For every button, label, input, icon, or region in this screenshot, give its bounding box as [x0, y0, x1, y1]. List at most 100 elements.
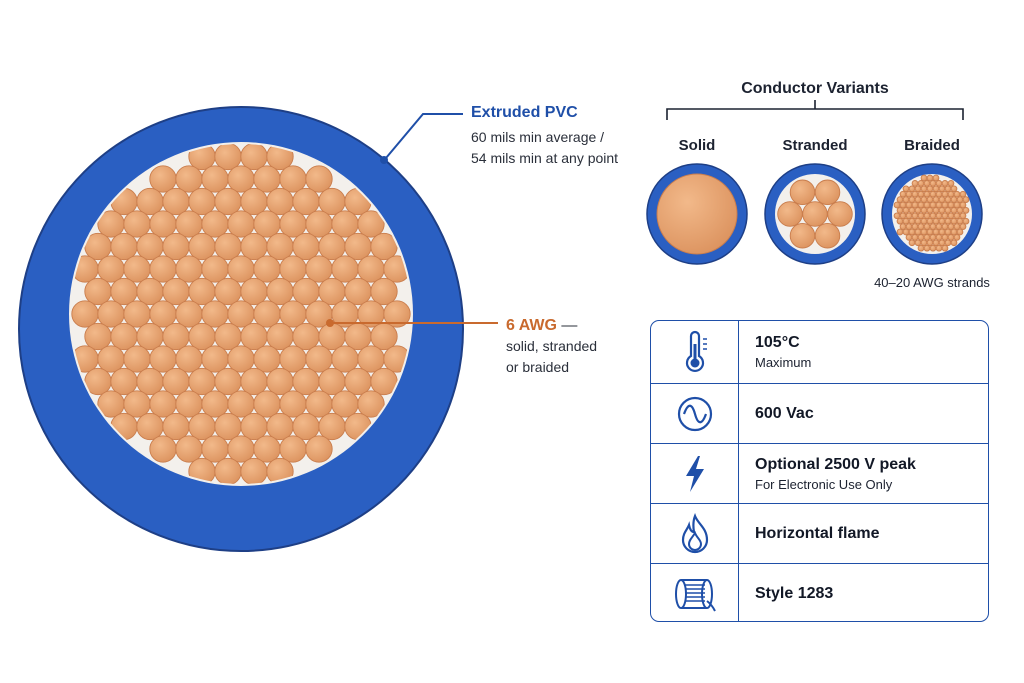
spec-row-style: Style 1283 — [651, 563, 988, 621]
strand — [253, 255, 281, 283]
fine-strand — [899, 190, 907, 198]
insulation-spec-line1: 60 mils min average / — [471, 129, 605, 145]
strand — [84, 322, 112, 351]
strand — [331, 255, 359, 283]
fine-strand — [905, 201, 913, 209]
strand — [292, 322, 320, 351]
strand — [149, 255, 177, 283]
strand — [266, 232, 294, 261]
fine-strand — [920, 174, 928, 182]
spec-row-voltage: 600 Vac — [651, 383, 988, 443]
fine-strand — [917, 201, 925, 209]
strand — [162, 322, 190, 351]
fine-strand — [953, 212, 961, 220]
strand — [214, 367, 242, 396]
fine-strand — [911, 201, 919, 209]
strand — [318, 367, 346, 396]
strand — [149, 210, 177, 238]
fine-strand — [917, 190, 925, 198]
fine-strand — [941, 201, 949, 209]
fine-strand — [947, 234, 955, 241]
strand — [279, 345, 307, 373]
fine-strand — [944, 185, 952, 193]
fine-strand — [953, 190, 961, 198]
thermometer-icon — [651, 321, 739, 383]
conductor-leader-dot — [326, 319, 334, 327]
strand — [162, 187, 190, 216]
strand — [201, 345, 229, 373]
strand — [136, 322, 164, 351]
strand — [292, 232, 320, 261]
strand — [827, 201, 853, 227]
strand — [162, 277, 190, 306]
fine-strand — [932, 207, 940, 214]
strand — [188, 277, 216, 306]
fine-strand — [926, 185, 934, 193]
fine-strand — [914, 217, 922, 225]
fine-strand — [932, 217, 940, 225]
strand — [201, 300, 229, 328]
strand — [279, 435, 307, 463]
strand — [305, 210, 333, 238]
strand — [188, 322, 216, 351]
insulation-callout: Extruded PVC 60 mils min average / 54 mi… — [471, 102, 618, 169]
strand — [344, 322, 372, 351]
strand — [227, 300, 255, 328]
strand — [253, 435, 281, 463]
spec-value-style: Style 1283 — [755, 584, 834, 602]
fine-strand — [956, 228, 964, 236]
fine-strand — [896, 207, 904, 214]
spec-detail-temperature: Maximum — [755, 355, 812, 370]
strand — [814, 222, 841, 249]
fine-strand — [944, 217, 952, 225]
fine-strand — [896, 228, 904, 236]
fine-strand — [941, 244, 949, 252]
fine-strand — [938, 196, 946, 203]
fine-strand — [917, 234, 925, 241]
fine-strand — [938, 228, 946, 236]
fine-strand — [908, 207, 916, 214]
fine-strand — [941, 190, 949, 198]
strand — [279, 300, 307, 328]
strand — [266, 187, 294, 216]
strand — [110, 232, 138, 261]
braided-strand-note: 40–20 AWG strands — [874, 275, 990, 290]
fine-strand — [959, 201, 967, 209]
strand — [240, 412, 268, 441]
fine-strand — [950, 207, 958, 214]
strand — [305, 435, 333, 463]
fine-strand — [935, 223, 943, 230]
strand — [253, 210, 281, 238]
fine-strand — [962, 217, 970, 225]
fine-strand — [950, 228, 958, 236]
strand — [149, 345, 177, 373]
variant-label-stranded: Stranded — [782, 137, 848, 154]
strand — [123, 345, 151, 373]
fine-strand — [950, 185, 958, 193]
fine-strand — [899, 223, 907, 230]
fine-strand — [917, 223, 925, 230]
strand — [240, 367, 268, 396]
fine-strand — [929, 201, 937, 209]
strand — [253, 345, 281, 373]
fine-strand — [959, 212, 967, 220]
fine-strand — [920, 185, 928, 193]
fine-strand — [926, 174, 934, 182]
strand — [175, 210, 203, 238]
strand — [110, 322, 138, 351]
conductor-spec-line2: or braided — [506, 359, 570, 375]
strand — [175, 345, 203, 373]
strand — [214, 277, 242, 306]
strand — [292, 277, 320, 306]
fine-strand — [935, 180, 943, 187]
fine-strand — [908, 239, 916, 247]
strand — [305, 165, 333, 193]
spec-row-temperature: 105°C Maximum — [651, 321, 988, 383]
strand — [136, 412, 164, 441]
fine-strand — [929, 212, 937, 220]
fine-strand — [923, 223, 931, 230]
fine-strand — [935, 234, 943, 241]
strand — [123, 210, 151, 238]
fine-strand — [941, 180, 949, 187]
fine-strand — [896, 196, 904, 203]
